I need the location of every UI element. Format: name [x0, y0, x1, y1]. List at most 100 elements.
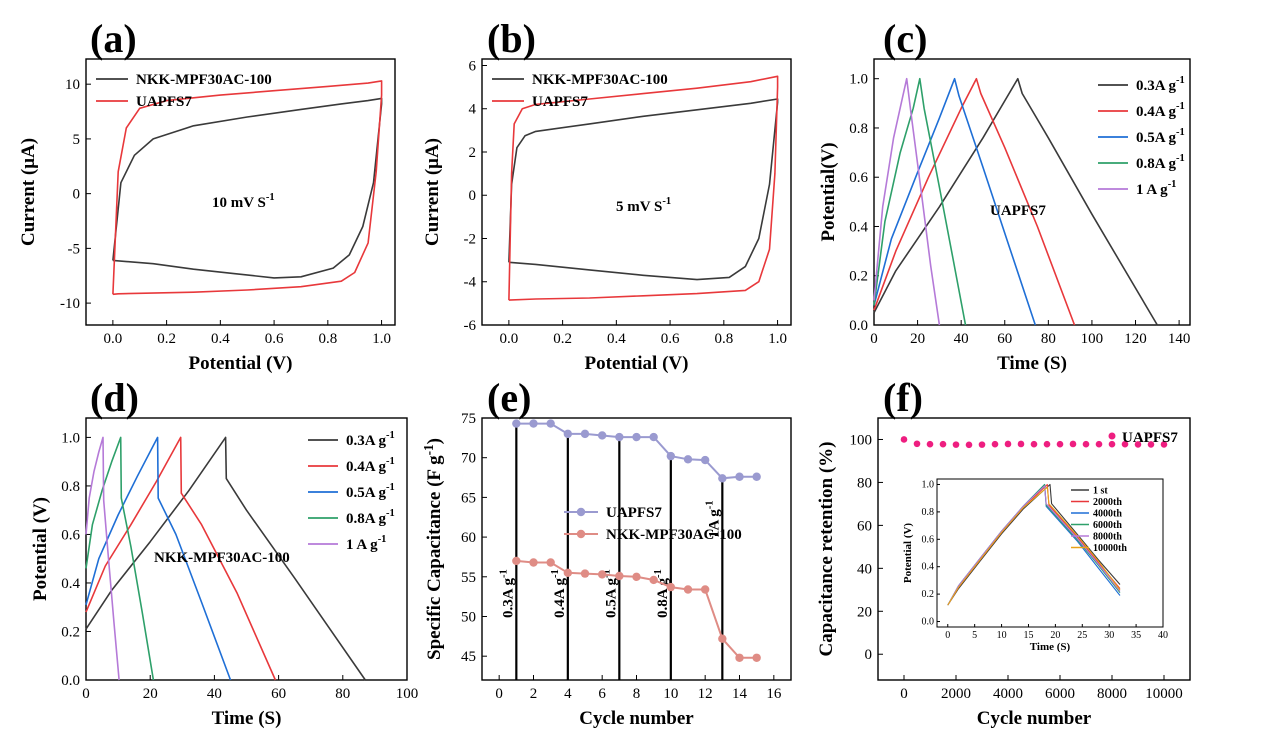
x-tick-label: 100	[396, 686, 419, 702]
data-point	[649, 432, 658, 442]
rate-label: 1A g-1	[704, 500, 722, 538]
x-tick-label: 16	[766, 686, 782, 702]
x-tick-label: 40	[954, 331, 969, 347]
legend-label: 1 A g-1	[1136, 179, 1176, 198]
x-tick-label: 0	[870, 331, 878, 347]
axes-frame	[877, 417, 1191, 681]
panel-label: (c)	[883, 16, 927, 61]
series-line-1	[85, 436, 277, 681]
y-tick-label: 5	[73, 132, 81, 148]
y-tick-label: 0.8	[922, 507, 935, 518]
data-point	[978, 441, 986, 448]
panel-label: (d)	[90, 375, 139, 420]
x-tick-label: 8000	[1097, 686, 1127, 702]
inset-legend-label: 10000th	[1093, 543, 1127, 554]
y-tick-label: 6	[469, 58, 477, 74]
legend-label: 0.3A g-1	[346, 430, 395, 449]
scan-rate-annotation: 5 mV S-1	[616, 196, 671, 215]
series-line-3	[85, 436, 155, 681]
series-line-0	[112, 97, 383, 279]
y-tick-label: 4	[469, 102, 477, 118]
x-tick-label: 0.6	[661, 331, 680, 347]
y-tick-label: 0.6	[61, 527, 80, 543]
data-point	[926, 440, 934, 448]
x-tick-label: 1.0	[372, 331, 391, 347]
x-axis-title: Cycle number	[977, 708, 1092, 729]
x-tick-label: 12	[698, 686, 713, 702]
inset-legend-label: 6000th	[1093, 520, 1122, 531]
y-tick-label: 1.0	[849, 72, 868, 88]
rate-label-main: 1A g	[706, 509, 722, 538]
data-point	[597, 431, 607, 440]
legend-label: UAPFS7	[532, 94, 588, 110]
inset-legend-label: 4000th	[1093, 509, 1122, 520]
data-point	[546, 558, 555, 567]
y-tick-label: -4	[464, 275, 477, 291]
x-tick-label: 6	[598, 686, 606, 702]
legend-label-main: 1 A g	[1136, 182, 1168, 198]
legend-label-main: 0.5A g	[1136, 130, 1177, 146]
data-point	[563, 429, 573, 439]
x-tick-label: 35	[1131, 630, 1141, 641]
legend-label-main: 0.8A g	[1136, 156, 1177, 172]
sample-annotation: UAPFS7	[990, 203, 1046, 219]
data-point	[546, 419, 555, 428]
y-tick-label: 100	[850, 432, 873, 448]
data-point	[939, 440, 947, 448]
data-point	[615, 432, 624, 442]
data-point	[1095, 440, 1103, 448]
axes-frame	[85, 58, 396, 326]
rate-label: 0.5A g-1	[601, 569, 619, 618]
legend-label: UAPFS7	[606, 505, 662, 521]
data-point	[1082, 440, 1090, 448]
data-point	[718, 474, 727, 483]
rate-label-main: 0.5A g	[603, 577, 619, 618]
inset-legend-label: 1 st	[1093, 486, 1108, 497]
y-tick-label: 2	[469, 145, 477, 161]
y-tick-label: 0	[865, 647, 873, 663]
data-point	[632, 432, 641, 442]
rate-label: 0.3A g-1	[498, 569, 516, 618]
y-tick-label: -5	[68, 241, 81, 257]
panel-label: (a)	[90, 16, 137, 61]
x-tick-label: 4000	[993, 686, 1023, 702]
y-tick-label: 60	[857, 518, 872, 534]
data-point	[1121, 440, 1129, 448]
axes-frame	[936, 478, 1164, 628]
y-tick-label: 55	[461, 570, 476, 586]
x-tick-label: 20	[910, 331, 925, 347]
data-point	[1030, 440, 1038, 448]
data-point	[683, 585, 693, 594]
data-point	[700, 585, 710, 594]
legend-label-main: 0.4A g	[346, 459, 387, 475]
legend-label: 0.5A g-1	[1136, 127, 1185, 146]
x-tick-label: 0	[495, 686, 503, 702]
x-tick-label: 0	[900, 686, 908, 702]
x-axis-title: Cycle number	[579, 708, 694, 729]
legend-label-main: 0.4A g	[1136, 104, 1177, 120]
x-tick-label: 0.8	[714, 331, 733, 347]
rate-label-sup: -1	[498, 569, 509, 578]
y-tick-label: 0	[73, 187, 81, 203]
data-point	[649, 575, 658, 585]
y-tick-label: 10	[65, 77, 80, 93]
x-tick-label: 0.6	[265, 331, 284, 347]
scan-rate-annotation: 10 mV S-1	[212, 192, 275, 211]
x-tick-label: 6000	[1045, 686, 1075, 702]
legend-label-sup: -1	[1176, 153, 1185, 164]
legend-label-sup: -1	[386, 508, 395, 519]
y-tick-label: 0.0	[61, 673, 80, 689]
y-tick-label: 70	[461, 451, 476, 467]
x-tick-label: 2000	[941, 686, 971, 702]
rate-label-sup: -1	[550, 569, 561, 578]
x-tick-label: 10000	[1145, 686, 1183, 702]
data-point	[965, 441, 973, 449]
scan-rate-annotation-main: 5 mV S	[616, 199, 662, 215]
data-point	[529, 558, 538, 567]
y-tick-label: 0	[469, 188, 477, 204]
x-tick-label: 10	[663, 686, 678, 702]
data-point	[666, 451, 676, 461]
